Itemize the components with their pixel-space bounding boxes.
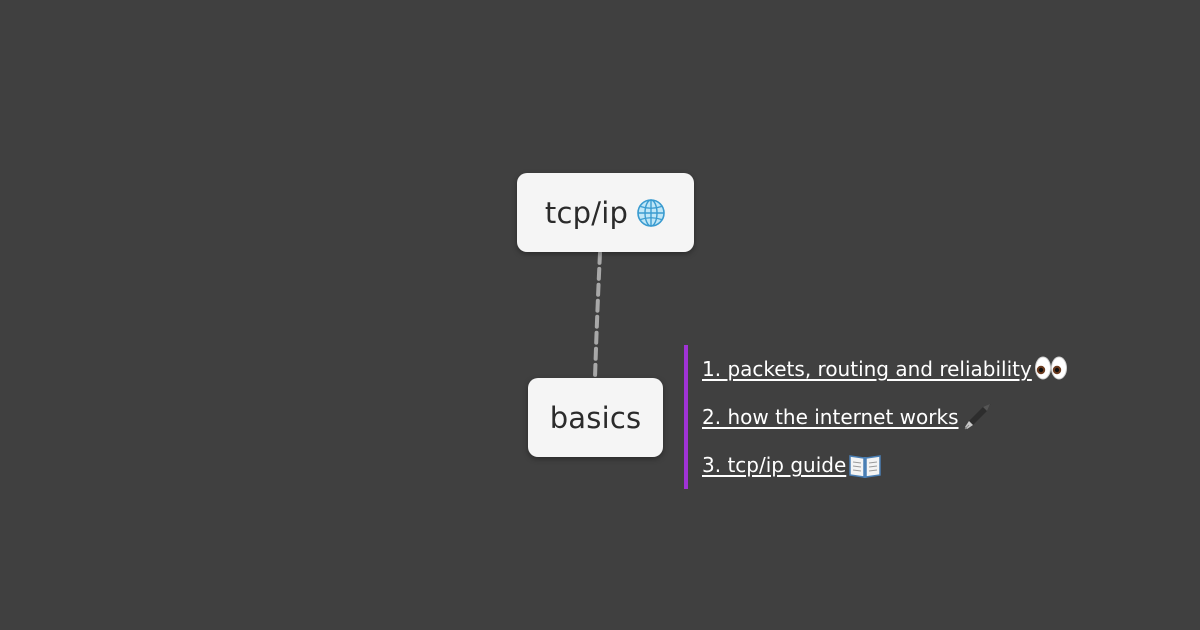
eyes-icon: [1034, 356, 1067, 380]
list-item: 3. tcp/ip guide: [702, 450, 1068, 480]
child-node-basics[interactable]: basics: [528, 378, 663, 457]
link-tcpip-guide[interactable]: 3. tcp/ip guide: [702, 453, 847, 477]
list-item: 1. packets, routing and reliability: [702, 354, 1068, 384]
list-item: 2. how the internet works: [702, 402, 1068, 432]
links-panel: 1. packets, routing and reliability 2. h…: [684, 345, 1068, 489]
globe-icon: [637, 198, 665, 227]
open-book-icon: [849, 455, 881, 478]
fountain-pen-icon: [964, 404, 991, 430]
root-node[interactable]: tcp/ip: [517, 173, 694, 252]
root-node-label: tcp/ip: [544, 195, 629, 230]
child-node-label: basics: [549, 400, 642, 435]
link-packets-routing[interactable]: 1. packets, routing and reliability: [702, 357, 1032, 381]
link-how-internet-works[interactable]: 2. how the internet works: [702, 405, 959, 429]
